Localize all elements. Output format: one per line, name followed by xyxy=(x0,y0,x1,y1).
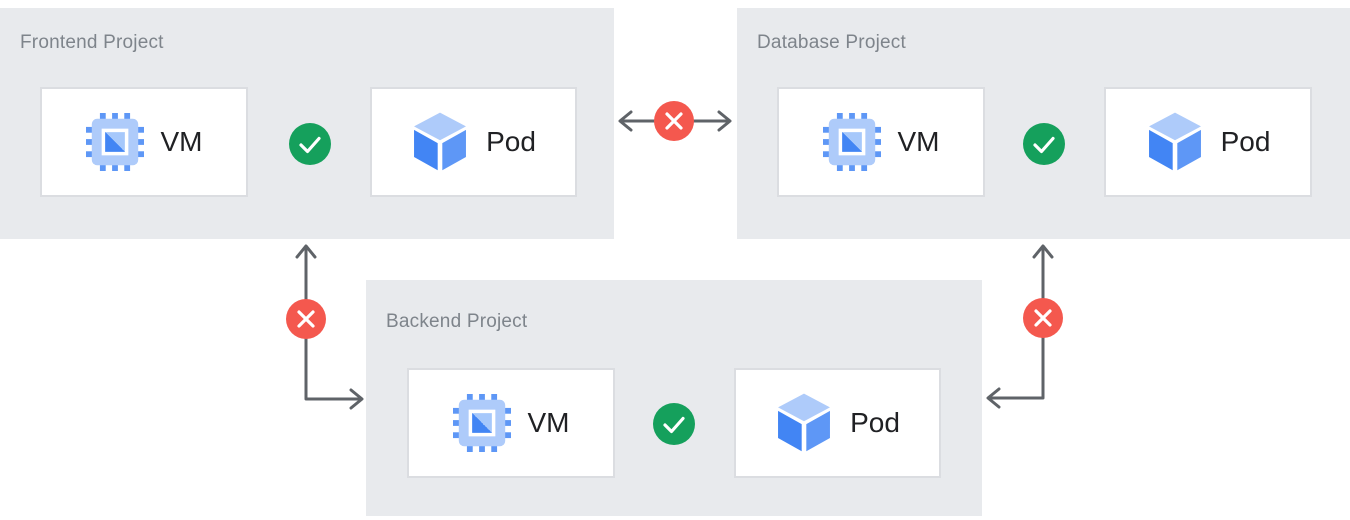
check-icon xyxy=(1033,136,1055,154)
pod-label: Pod xyxy=(1220,126,1271,157)
project-panel-backend: Backend Project VM Pod xyxy=(366,280,982,516)
pod-cube-icon xyxy=(414,112,467,171)
vm-chip-icon xyxy=(85,113,144,171)
vm-node: VM xyxy=(40,87,248,197)
vm-label: VM xyxy=(160,126,203,157)
vm-label: VM xyxy=(897,126,940,157)
allowed-badge-database xyxy=(1023,123,1065,165)
pod-label: Pod xyxy=(486,126,536,157)
vm-chip-icon xyxy=(822,113,881,171)
project-title: Frontend Project xyxy=(20,32,164,53)
cross-icon xyxy=(1034,309,1052,327)
allowed-badge-backend xyxy=(653,403,695,445)
pod-node: Pod xyxy=(734,368,941,478)
vm-node: VM xyxy=(407,368,615,478)
blocked-badge-database-backend xyxy=(1023,298,1063,338)
pod-label: Pod xyxy=(850,407,900,438)
pod-cube-icon xyxy=(1148,112,1201,171)
vm-label: VM xyxy=(527,407,570,438)
allowed-badge-frontend xyxy=(289,123,331,165)
pod-node: Pod xyxy=(1104,87,1312,197)
check-icon xyxy=(299,136,321,154)
vm-chip-icon xyxy=(452,394,511,452)
project-title: Backend Project xyxy=(386,311,528,332)
vm-node: VM xyxy=(777,87,985,197)
pod-cube-icon xyxy=(778,393,831,452)
cross-icon xyxy=(665,112,683,130)
check-icon xyxy=(663,416,685,434)
cross-icon xyxy=(297,310,315,328)
project-title: Database Project xyxy=(757,32,906,53)
blocked-badge-frontend-backend xyxy=(286,299,326,339)
pod-node: Pod xyxy=(370,87,577,197)
blocked-badge-frontend-database xyxy=(654,101,694,141)
